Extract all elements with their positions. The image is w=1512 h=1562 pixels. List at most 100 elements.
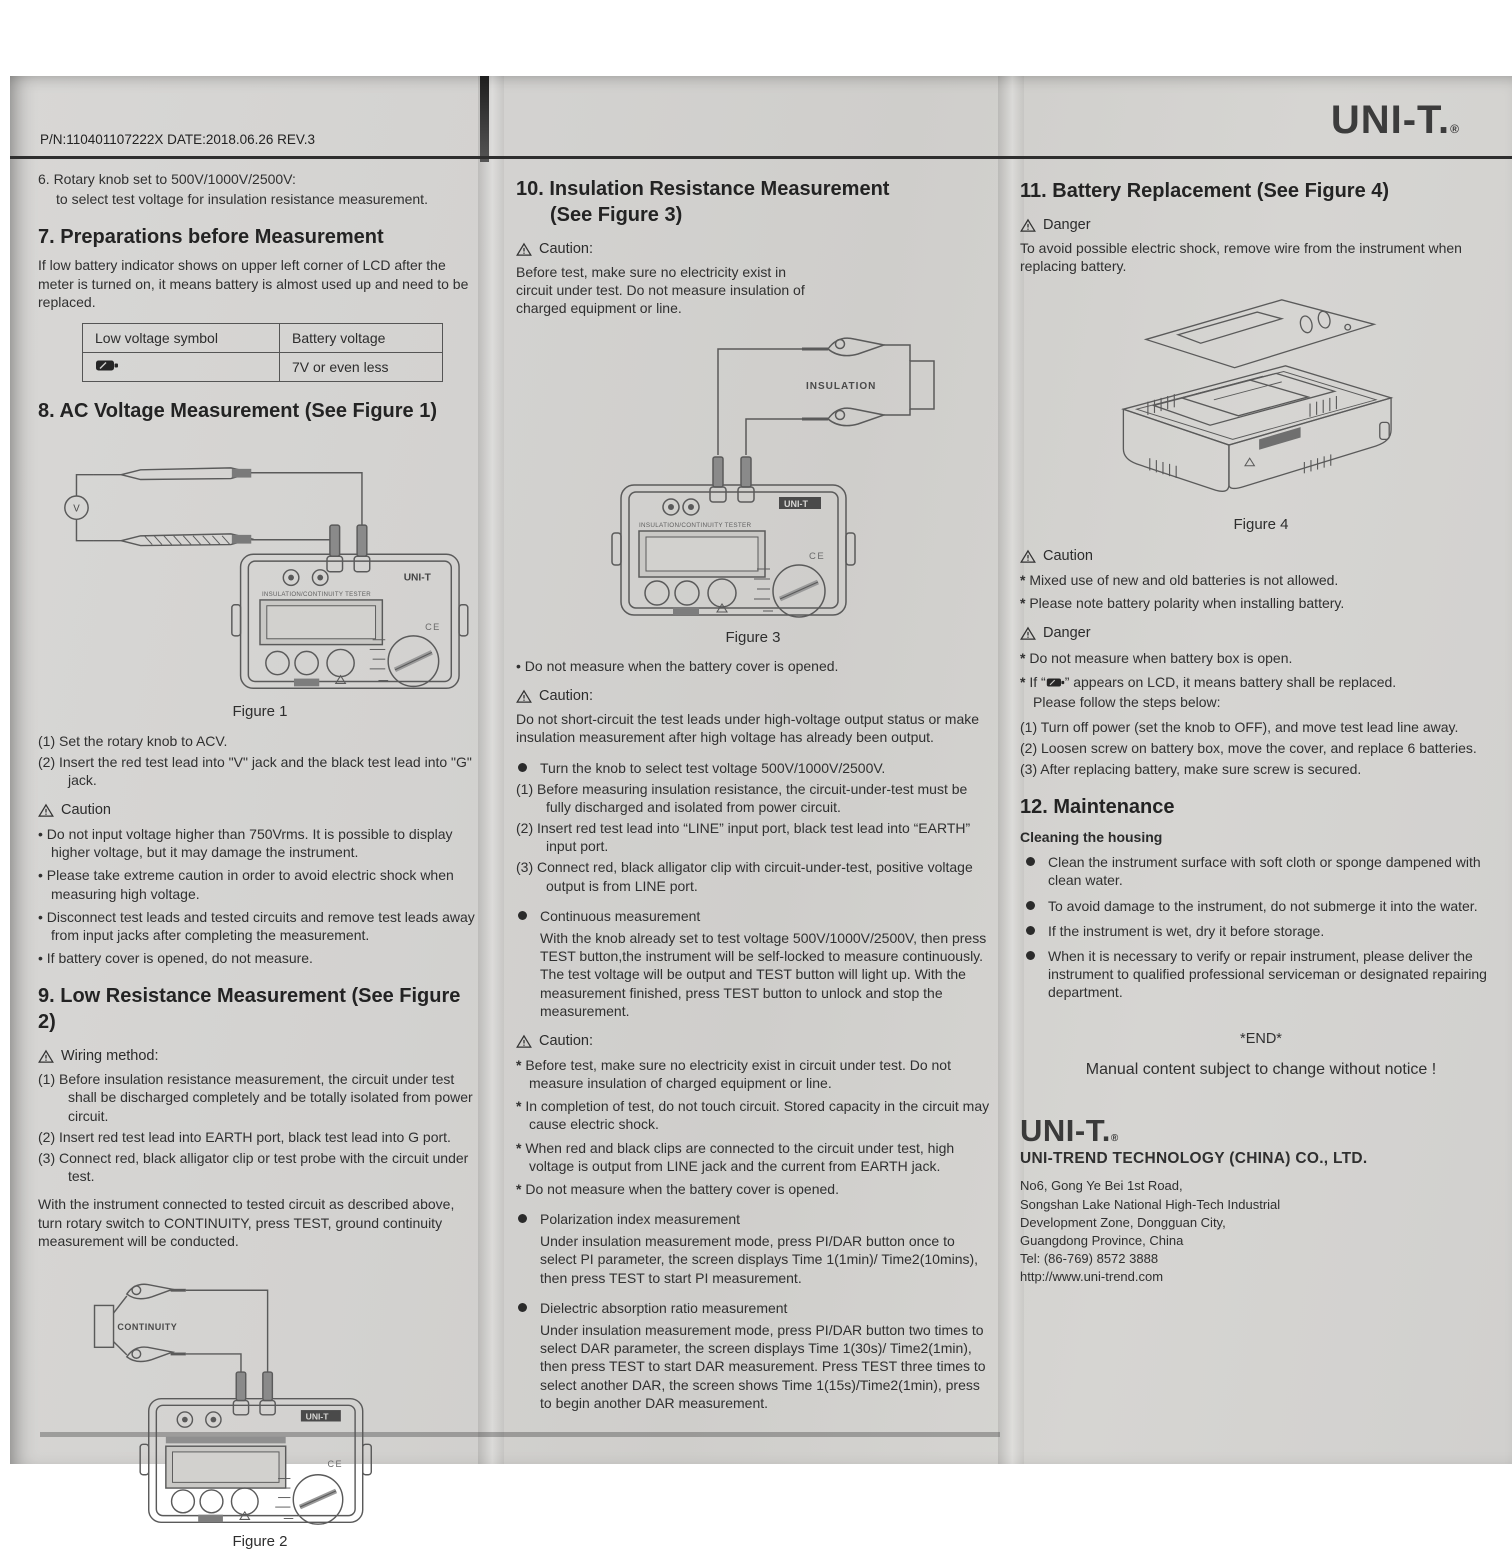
section-9-steps: (1) Before insulation resistance measure… — [38, 1070, 482, 1185]
section-10-steps: (1) Before measuring insulation resistan… — [516, 780, 990, 895]
caution-text: Do not short-circuit the test leads unde… — [516, 711, 980, 746]
figure-3-caption: Figure 3 — [725, 628, 781, 646]
caution-heading: Caution: — [516, 240, 990, 259]
meter-title-text: INSULATION/CONTINUITY TESTER — [262, 591, 371, 598]
list-item: http://www.uni-trend.com — [1020, 1269, 1164, 1285]
caution-heading: Caution — [38, 801, 482, 820]
list-item: To avoid damage to the instrument, do no… — [1020, 897, 1502, 915]
meter-brand-text: UNI-T — [404, 572, 432, 583]
figure-1-drawing: V — [64, 467, 469, 689]
danger-item-suffix: ” appears on LCD, it means battery shall… — [1064, 674, 1397, 691]
list-item: (2) Insert red test lead into EARTH port… — [38, 1128, 451, 1145]
manual-page: P/N:110401107222X DATE:2018.06.26 REV.3 … — [10, 76, 1512, 1550]
meter-title-text: INSULATION/CONTINUITY TESTER — [639, 522, 751, 529]
section-10-cautions: Before test, make sure no electricity ex… — [516, 1056, 990, 1198]
section-10-heading-line1: 10. Insulation Resistance Measurement — [516, 178, 890, 200]
caution-label: Caution: — [539, 241, 594, 257]
column-1: 6. Rotary knob set to 500V/1000V/2500V: … — [38, 168, 482, 1562]
list-item: (3) Connect red, black alligator clip wi… — [516, 859, 973, 894]
section-8-cautions: Do not input voltage higher than 750Vrms… — [38, 825, 482, 967]
warning-icon — [1020, 626, 1036, 640]
ce-mark: CE — [809, 551, 825, 562]
fold-crease-mark — [480, 76, 489, 162]
list-item: Disconnect test leads and tested circuit… — [38, 908, 482, 944]
section-11-heading: 11. Battery Replacement (See Figure 4) — [1020, 180, 1390, 202]
battery-low-icon — [1046, 678, 1064, 687]
list-item: When it is necessary to verify or repair… — [1020, 947, 1502, 1002]
figure-3: INSULATION — [516, 323, 990, 627]
warning-icon — [516, 689, 532, 703]
list-item: Development Zone, Dongguan City, — [1020, 1214, 1226, 1230]
list-item: (3) After replacing battery, make sure s… — [1020, 760, 1362, 777]
figure-4-drawing — [1121, 299, 1394, 493]
warning-icon — [516, 1034, 532, 1048]
danger-heading: Danger — [1020, 624, 1502, 643]
low-voltage-table: Low voltage symbol Battery voltage 7V or… — [82, 322, 443, 382]
section-7-paragraph: If low battery indicator shows on upper … — [38, 257, 469, 310]
danger-label: Danger — [1043, 625, 1091, 642]
list-item: Do not measure when the battery cover is… — [516, 1180, 990, 1198]
wiring-method-heading: Wiring method: — [38, 1047, 482, 1066]
table-cell-symbol — [82, 351, 280, 382]
figure-3-drawing: INSULATION — [611, 337, 935, 619]
list-item: (2) Loosen screw on battery box, move th… — [1020, 739, 1477, 756]
voltmeter-symbol: V — [73, 504, 80, 515]
list-item: (2) Insert the red test lead into "V" ja… — [38, 753, 472, 788]
figure-1-caption: Figure 1 — [232, 703, 288, 721]
table-header-voltage: Battery voltage — [279, 322, 443, 353]
list-item: Clean the instrument surface with soft c… — [1020, 853, 1502, 889]
danger-item-prefix: If “ — [1029, 674, 1046, 691]
maintenance-list: Clean the instrument surface with soft c… — [1020, 853, 1502, 1001]
list-item: Do not input voltage higher than 750Vrms… — [38, 825, 482, 861]
wiring-method-label: Wiring method: — [61, 1048, 159, 1065]
continuous-measurement-heading: Continuous measurement — [516, 907, 990, 925]
change-notice: Manual content subject to change without… — [1085, 1061, 1437, 1079]
list-item: (1) Set the rotary knob to ACV. — [38, 732, 228, 749]
cleaning-subheading: Cleaning the housing — [1020, 829, 1163, 846]
list-item: Guangdong Province, China — [1020, 1232, 1184, 1248]
list-item: (1) Before measuring insulation resistan… — [516, 780, 968, 815]
list-item: In completion of test, do not touch circ… — [516, 1097, 990, 1133]
header-rule — [10, 156, 1512, 159]
list-item: (3) Connect red, black alligator clip or… — [38, 1149, 469, 1185]
list-item: Tel: (86-769) 8572 3888 — [1020, 1251, 1159, 1267]
figure-2-drawing: CONTINUITY — [93, 1283, 372, 1525]
section-10-heading-line2: (See Figure 3) — [550, 204, 683, 226]
caution-heading: Caution: — [516, 1032, 990, 1051]
caution-label: Caution: — [539, 688, 594, 705]
danger-label: Danger — [1043, 217, 1091, 233]
uni-t-footer-logo-text: UNI-T. — [1020, 1113, 1111, 1149]
continuity-label: CONTINUITY — [117, 1322, 177, 1332]
item-6-line1: 6. Rotary knob set to 500V/1000V/2500V: — [38, 171, 296, 187]
caution-heading: Caution: — [516, 687, 990, 706]
section-12-heading: 12. Maintenance — [1020, 796, 1175, 819]
section-10-heading: 10. Insulation Resistance Measurement (S… — [516, 176, 990, 228]
section-9-heading: 9. Low Resistance Measurement (See Figur… — [38, 985, 461, 1034]
uni-t-logo: UNI-T.® — [1331, 98, 1460, 143]
warning-icon — [1020, 218, 1036, 232]
figure-1: V — [38, 430, 482, 702]
caution-heading: Caution — [1020, 547, 1502, 566]
list-item: When red and black clips are connected t… — [516, 1139, 990, 1175]
polarization-index-heading: Polarization index measurement — [516, 1210, 990, 1228]
end-mark: *END* — [1240, 1030, 1282, 1047]
warning-icon — [38, 803, 54, 817]
polarization-index-text: Under insulation measurement mode, press… — [540, 1233, 979, 1286]
ce-mark: CE — [328, 1459, 343, 1469]
caution-label: Caution: — [539, 1032, 594, 1049]
list-item: Mixed use of new and old batteries is no… — [1020, 571, 1502, 589]
section-8-heading: 8. AC Voltage Measurement (See Figure 1) — [38, 399, 437, 422]
danger-heading: Danger — [1020, 216, 1502, 235]
section-9-paragraph: With the instrument connected to tested … — [38, 1196, 455, 1249]
list-item: Songshan Lake National High-Tech Industr… — [1020, 1196, 1281, 1212]
registered-mark: ® — [1450, 122, 1460, 136]
ce-mark: CE — [425, 622, 441, 632]
uni-t-footer-logo: UNI-T.® — [1020, 1115, 1502, 1146]
figure-2: CONTINUITY — [38, 1256, 482, 1532]
list-item: (1) Before insulation resistance measure… — [38, 1071, 473, 1124]
list-item: Before test, make sure no electricity ex… — [516, 1056, 990, 1092]
list-item: Please note battery polarity when instal… — [1020, 594, 1502, 612]
caution-label: Caution — [1043, 547, 1093, 564]
continuous-measurement-text: With the knob already set to test voltag… — [540, 930, 987, 1019]
column-3: 11. Battery Replacement (See Figure 4) D… — [1020, 172, 1502, 1287]
